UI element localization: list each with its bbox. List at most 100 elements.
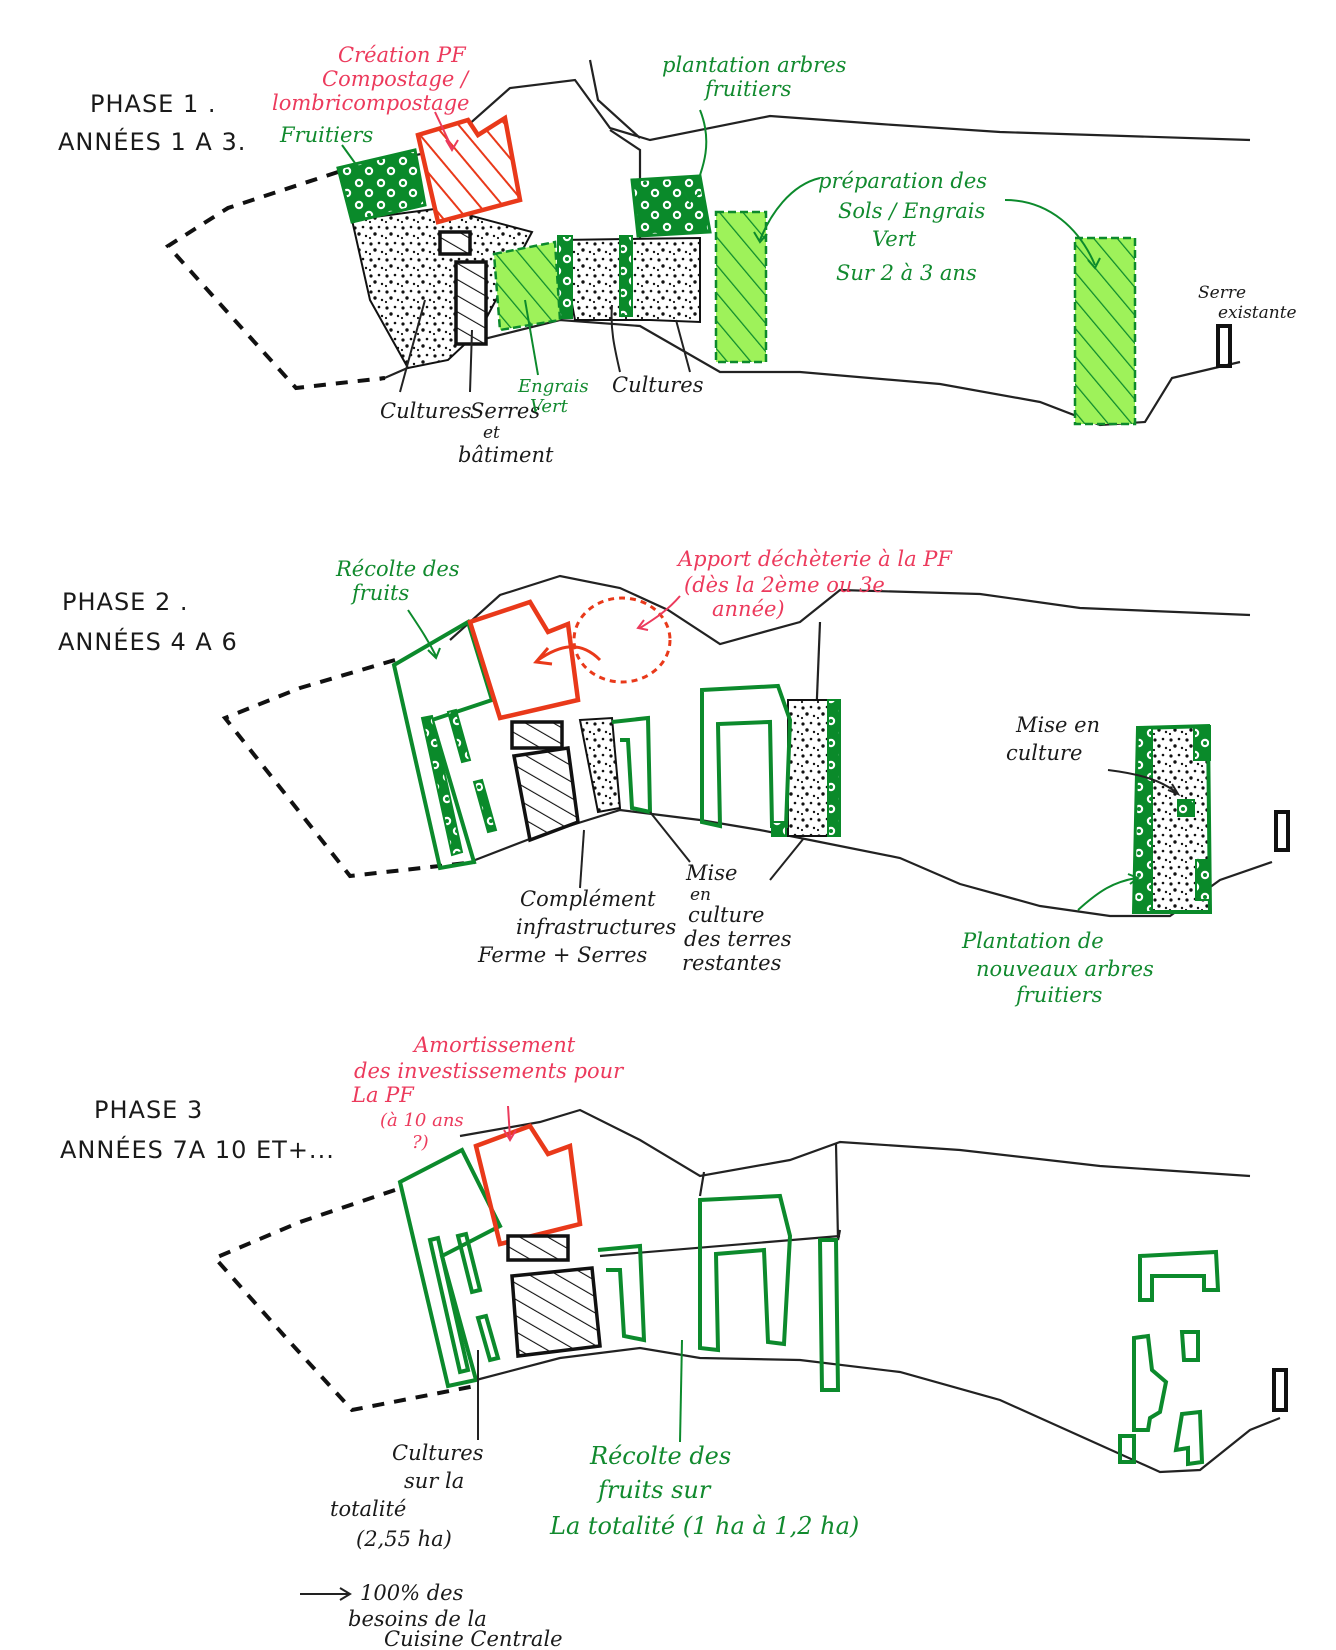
label-fruits-sur: fruits sur — [596, 1476, 712, 1504]
label-totalite: totalité — [330, 1497, 406, 1521]
label-mise-en-2: en — [690, 885, 711, 905]
new-orchard-outline — [1132, 1333, 1169, 1432]
label-recolte: Récolte des — [589, 1442, 731, 1470]
pf-zone — [467, 599, 581, 721]
phase-1-group: PHASE 1 . ANNÉES 1 A 3. — [58, 43, 1297, 467]
label-batiment: bâtiment — [458, 443, 554, 467]
label-mise-en: Mise en — [1015, 713, 1100, 737]
field-outline — [611, 715, 653, 815]
arrow-apport — [636, 595, 681, 631]
recolte-block — [391, 619, 495, 871]
label-sur-2-3-ans: Sur 2 à 3 ans — [836, 261, 977, 285]
new-orchard-outline — [1173, 1409, 1205, 1467]
access-road — [698, 1143, 842, 1241]
arrow-amortissement — [503, 1105, 517, 1142]
greenhouse-block — [510, 1266, 602, 1358]
arrow-recolte — [407, 609, 441, 660]
new-orchard-outline — [1118, 1434, 1136, 1464]
label-infrastructures: infrastructures — [516, 915, 677, 939]
phase-2-title: PHASE 2 . — [62, 588, 189, 616]
label-sols-engrais: Sols / Engrais — [838, 199, 986, 223]
existing-greenhouse — [1272, 1368, 1288, 1412]
label-preparation: préparation des — [818, 169, 987, 193]
label-cultures-left: Cultures — [380, 399, 472, 423]
field-outline — [698, 1193, 793, 1353]
phase-2-years: ANNÉES 4 A 6 — [58, 627, 238, 656]
phase-3-group: PHASE 3 ANNÉES 7A 10 ET+... — [60, 1033, 1288, 1650]
arrow-pf — [434, 111, 459, 152]
label-mise-culture: culture — [688, 903, 764, 927]
building — [510, 720, 564, 750]
arrow-cultures — [399, 299, 426, 393]
label-et: et — [483, 423, 500, 443]
label-sur-la: sur la — [404, 1469, 464, 1493]
arrow-besoins — [300, 1587, 352, 1601]
soil-prep-zone — [714, 210, 768, 364]
phase-3-title: PHASE 3 — [94, 1096, 203, 1124]
field-outline — [700, 683, 793, 829]
orchard-edge — [771, 821, 787, 837]
label-engrais-vert: Vert — [530, 396, 569, 417]
waste-input-zone — [572, 596, 672, 684]
arrow-prep-2 — [1004, 199, 1101, 270]
label-surface: (2,55 ha) — [356, 1527, 452, 1551]
label-fruitiers: fruitiers — [1014, 983, 1103, 1007]
label-cultures-right: Cultures — [612, 373, 704, 397]
arrow-apport-flow — [533, 645, 602, 666]
label-lombricompostage: lombricompostage — [272, 91, 469, 115]
arrow-terres — [769, 837, 805, 881]
orchard-row — [472, 778, 498, 834]
orchard-edge — [1195, 859, 1211, 901]
label-cuisine-centrale: Cuisine Centrale — [384, 1627, 563, 1650]
label-compostage: Compostage / — [322, 67, 470, 91]
label-plantation-arbres: plantation arbres — [662, 53, 847, 77]
label-apport: Apport déchèterie à la PF — [676, 547, 953, 571]
label-existante: existante — [1218, 303, 1297, 323]
arrow-cultures-right — [610, 304, 691, 373]
arrow-mise-culture-right — [1107, 769, 1181, 797]
arrow-complement — [579, 829, 585, 889]
field-outline — [817, 1238, 841, 1392]
cultures-area — [787, 699, 831, 837]
label-10-ans: (à 10 ans — [380, 1110, 464, 1131]
arrow-serres — [469, 329, 473, 393]
arrow-recolte — [679, 1339, 683, 1443]
label-amortissement: Amortissement — [412, 1033, 576, 1057]
pf-creation-zone — [415, 114, 523, 225]
phase-3-years: ANNÉES 7A 10 ET+... — [60, 1135, 335, 1164]
site-dashed-boundary — [164, 170, 386, 391]
label-engrais: Engrais — [517, 376, 589, 397]
label-100-pct: 100% des — [360, 1581, 464, 1605]
arrow-engrais — [524, 299, 539, 376]
phase-1-title: PHASE 1 . — [90, 90, 217, 118]
tree-row — [427, 1235, 471, 1375]
phase-1-years: ANNÉES 1 A 3. — [58, 127, 246, 156]
building — [438, 230, 472, 256]
arrow-plantation-new — [1077, 873, 1141, 911]
tree-row — [475, 1313, 501, 1363]
site-dashed-boundary — [211, 1188, 476, 1413]
label-question: ?) — [412, 1132, 429, 1153]
new-orchard-outline — [1179, 1330, 1200, 1362]
site-boundary-south — [379, 318, 1241, 427]
label-mise: Mise — [685, 861, 737, 885]
label-apport-annee-range: (dès la 2ème ou 3e — [684, 573, 885, 597]
label-plantation-fruitiers: fruitiers — [703, 77, 792, 101]
new-orchard-outline — [1138, 1249, 1221, 1302]
orchard-row — [420, 714, 464, 857]
orchard-edge — [1193, 725, 1211, 761]
phase-2-group: PHASE 2 . ANNÉES 4 A 6 — [58, 547, 1290, 1007]
label-complement: Complément — [520, 887, 656, 911]
label-creation-pf: Création PF — [338, 43, 467, 67]
label-en-culture: culture — [1006, 741, 1082, 765]
arrow-fruitiers — [341, 144, 361, 171]
arrow-prep-1 — [753, 177, 821, 244]
arrow-plantation — [683, 109, 708, 204]
label-recolte: Récolte des — [335, 557, 460, 581]
tree-row — [455, 1231, 483, 1295]
label-la-pf: La PF — [351, 1083, 415, 1107]
site-boundary-south — [469, 808, 1273, 918]
site-boundary-north — [449, 574, 1251, 646]
pf-zone — [473, 1123, 583, 1247]
arrow-mise — [649, 811, 691, 863]
